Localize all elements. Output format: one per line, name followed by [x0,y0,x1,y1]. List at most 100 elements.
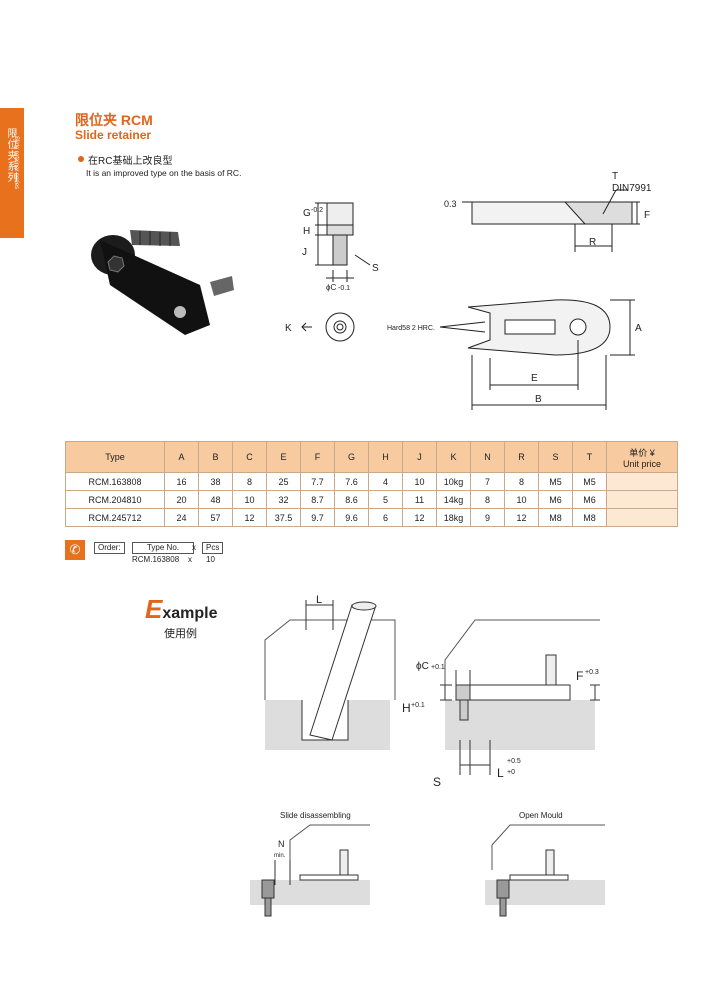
table-row: RCM.163808 16 38 8 25 7.7 7.6 4 10 10kg … [65,472,678,491]
col-f: F [300,441,335,473]
cell: RCM.163808 [65,472,165,491]
cell: 4 [368,472,403,491]
slide-disassembling-label: Slide disassembling [280,811,351,820]
label-e: E [531,373,538,384]
cell: 32 [266,490,301,509]
label-a: A [635,323,642,334]
cell: 48 [198,490,233,509]
label-c-tol: -0.1 [338,285,350,292]
cell: 18kg [436,508,471,527]
cell: 24 [164,508,199,527]
order-example-code: RCM.163808 [132,555,180,564]
cell: 12 [504,508,539,527]
label-b: B [535,394,542,405]
cell: 20 [164,490,199,509]
cell: 12 [232,508,267,527]
label-g-tol: -0.2 [311,207,323,214]
table-row: RCM.245712 24 57 12 37.5 9.7 9.6 6 12 18… [65,508,678,527]
cell: M6 [538,490,573,509]
cell: 57 [198,508,233,527]
ex-label-l-tol-top: +0.5 [507,758,521,765]
cell: M8 [572,508,607,527]
cell: 9.6 [334,508,369,527]
ex-label-s: S [433,775,441,789]
col-price: 单价 ¥ Unit price [606,441,678,473]
cell: RCM.204810 [65,490,165,509]
col-price-en: Unit price [622,458,661,469]
cell: 38 [198,472,233,491]
cell: M6 [572,490,607,509]
top-view-drawing [301,312,355,342]
cell: 25 [266,472,301,491]
cell: 12 [402,508,437,527]
spec-table: Type A B C E F G H J K N R S T 单价 ¥ Unit… [65,441,678,527]
intro-en: It is an improved type on the basis of R… [86,168,242,178]
col-g: G [334,441,369,473]
ex-label-l-tol-bot: +0 [507,769,515,776]
product-photo [91,230,234,335]
col-h: H [368,441,403,473]
cell: 10 [232,490,267,509]
ex-label-f: F [576,669,583,683]
order-example-qty: 10 [206,555,215,564]
col-k: K [436,441,471,473]
ex-label-h-tol: +0.1 [411,702,425,709]
col-j: J [402,441,437,473]
cell: 7.6 [334,472,369,491]
label-f: F [644,210,650,221]
side-tab-cn: 限位夹系列 [5,128,16,183]
cell: 10 [402,472,437,491]
front-view-drawing [315,202,371,282]
col-c: C [232,441,267,473]
open-mould-label: Open Mould [519,811,563,820]
bullet-icon [78,156,84,162]
side-tab: 限位夹系列 Slide retainer series [0,108,24,238]
cell: 6 [368,508,403,527]
example-right-drawing [440,619,600,775]
ex-label-c: ϕC [416,661,429,672]
col-s: S [538,441,573,473]
example-drawings: L ϕC +0.1 F +0.3 H +0.1 S L +0.5 +0 Slid… [250,594,605,917]
label-t: T [612,171,618,182]
example-initial: E [145,594,163,624]
side-tab-en: Slide retainer series [13,136,19,190]
cell: 10 [504,490,539,509]
col-r: R [504,441,539,473]
col-n: N [470,441,505,473]
table-row: RCM.204810 20 48 10 32 8.7 8.6 5 11 14kg… [65,490,678,509]
order-x: x [192,543,196,552]
cell: 8 [504,472,539,491]
example-left-drawing [264,600,396,750]
pcs-field: Pcs [202,542,224,554]
cell: 14kg [436,490,471,509]
label-s: S [372,263,379,274]
cell: M8 [538,508,573,527]
col-type: Type [65,441,165,473]
page-title-en: Slide retainer [75,128,152,142]
product-drawings: G -0.2 H J S ϕC -0.1 K 0.3 T DIN7991 F R [91,171,652,410]
order-example-x: x [188,555,192,564]
order-label: Order: [94,542,125,554]
label-g: G [303,208,311,219]
ex-label-n: N [278,839,285,849]
spec-table-header: Type A B C E F G H J K N R S T 单价 ¥ Unit… [65,441,678,473]
label-r: R [589,237,596,248]
cell: 9 [470,508,505,527]
cell: 10kg [436,472,471,491]
col-e: E [266,441,301,473]
cell: RCM.245712 [65,508,165,527]
plan-view-drawing [439,299,635,410]
slide-disassembling-drawing [250,824,370,917]
cell: 7.7 [300,472,335,491]
example-cn: 使用例 [164,628,197,640]
cell: 8 [470,490,505,509]
ex-label-f-tol: +0.3 [585,669,599,676]
ex-label-h: H [402,701,411,715]
cell: M5 [572,472,607,491]
cell: 7 [470,472,505,491]
cell: 8.6 [334,490,369,509]
type-no-field: Type No. [132,542,194,554]
label-j: J [302,247,307,258]
label-k: K [285,323,292,334]
cell: 5 [368,490,403,509]
